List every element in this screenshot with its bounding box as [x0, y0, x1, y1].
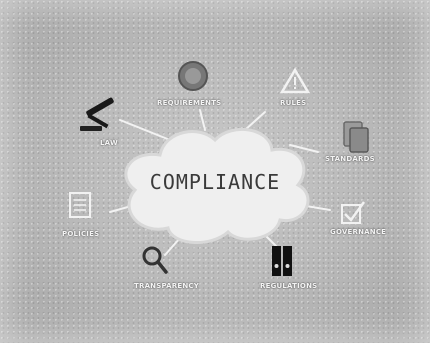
warning-triangle-icon	[279, 67, 311, 94]
label-governance: GOVERNANCE	[330, 228, 387, 236]
label-requirements: REQUIREMENTS	[157, 99, 222, 107]
policy-document-icon	[69, 192, 91, 218]
center-label: COMPLIANCE	[149, 170, 281, 194]
checkbox-icon	[341, 201, 366, 224]
label-regulations: REGULATIONS	[260, 282, 318, 290]
label-law: LAW	[100, 139, 118, 147]
label-transparency: TRANSPARENCY	[134, 282, 200, 290]
label-policies: POLICIES	[62, 230, 100, 238]
documents-icon	[343, 121, 369, 153]
magnifier-icon	[142, 246, 168, 274]
gavel-icon	[80, 97, 114, 131]
label-rules: RULES	[280, 99, 307, 107]
globe-icon	[178, 61, 208, 91]
binders-icon	[272, 246, 292, 276]
cloud-shape	[124, 127, 310, 245]
label-standards: STANDARDS	[325, 155, 375, 163]
connector-lines	[109, 109, 331, 256]
